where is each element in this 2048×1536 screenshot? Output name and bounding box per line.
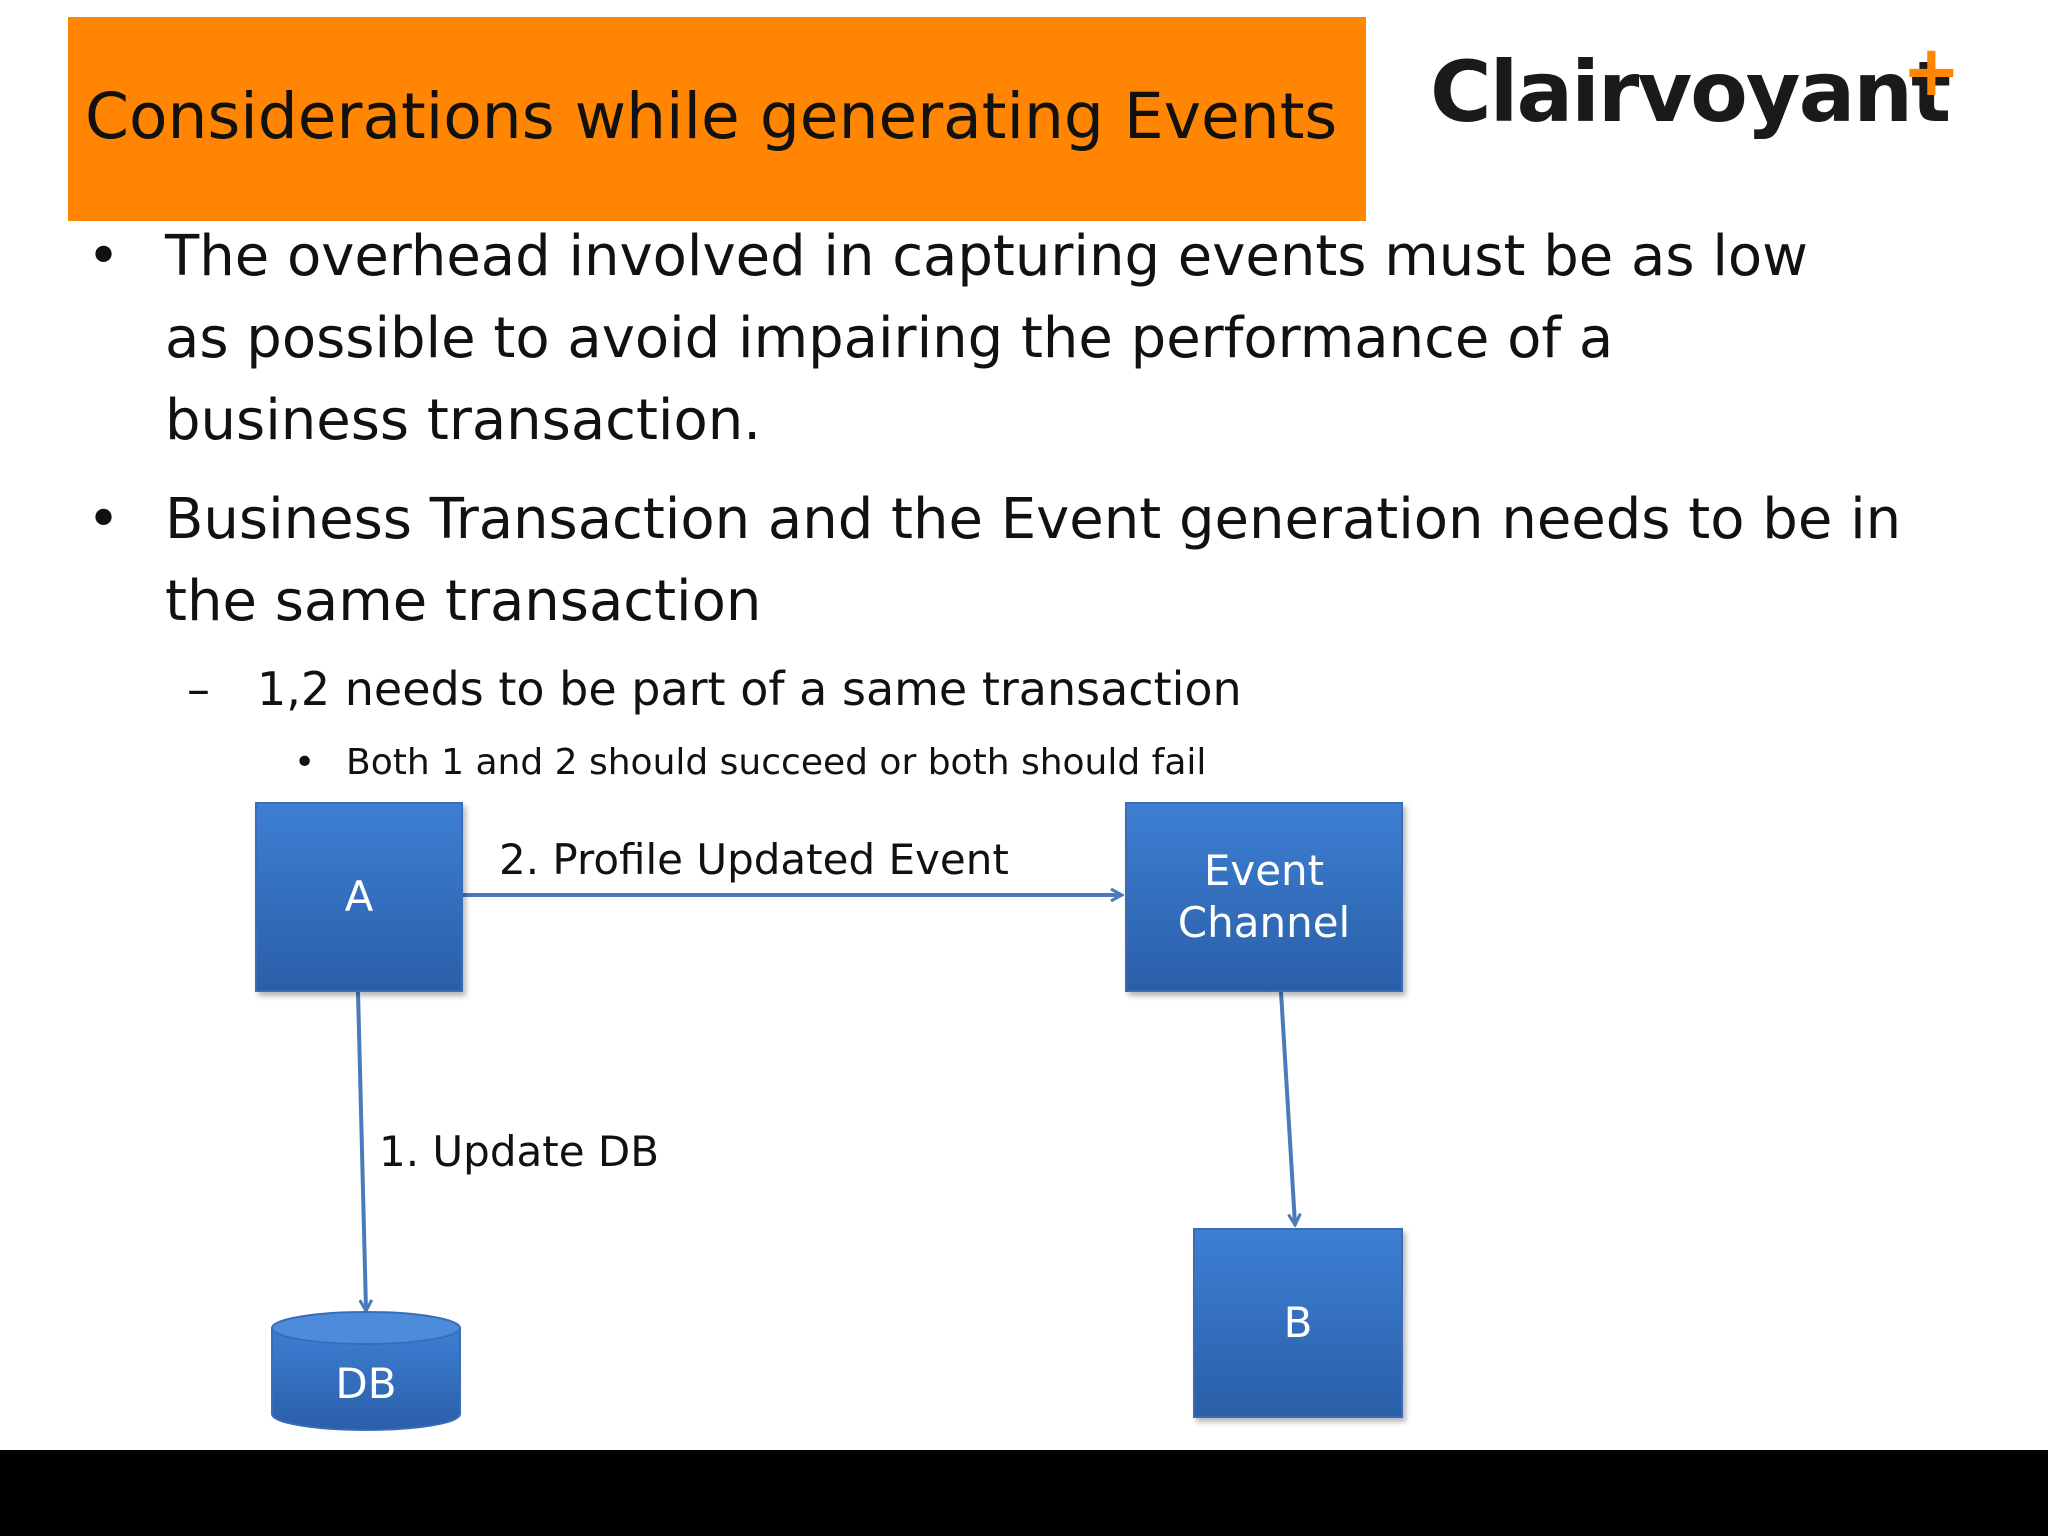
- clairvoyant-logo: Clairvoyant +: [1430, 36, 1961, 160]
- logo-wordmark: Clairvoyant: [1430, 43, 1951, 141]
- node-db: DB: [270, 1310, 462, 1432]
- sub-bullet-part-of-transaction: – 1,2 needs to be part of a same transac…: [187, 656, 1242, 722]
- slide-title: Considerations while generating Events: [85, 80, 1338, 153]
- edge-label-update-db: 1. Update DB: [379, 1127, 660, 1176]
- node-a: A: [255, 802, 463, 992]
- sub-bullet-text: 1,2 needs to be part of a same transacti…: [257, 662, 1242, 716]
- sub-sub-bullet-text: Both 1 and 2 should succeed or both shou…: [346, 742, 1207, 783]
- node-a-label: A: [344, 872, 374, 921]
- node-b-label: B: [1283, 1298, 1313, 1347]
- bullet-text: The overhead involved in capturing event…: [165, 224, 1808, 453]
- bullet-text: Business Transaction and the Event gener…: [165, 487, 1902, 634]
- bullet-same-transaction: • Business Transaction and the Event gen…: [87, 479, 1915, 643]
- title-bar: Considerations while generating Events: [68, 17, 1366, 221]
- edge-label-profile-updated: 2. Profile Updated Event: [499, 835, 1009, 884]
- sub-sub-bullet-succeed-or-fail: • Both 1 and 2 should succeed or both sh…: [294, 738, 1207, 788]
- arrow-a-to-db: [356, 991, 366, 1310]
- node-event-channel: Event Channel: [1125, 802, 1403, 992]
- node-event-channel-label: Event Channel: [1177, 846, 1351, 947]
- slide: Considerations while generating Events C…: [68, 0, 2048, 1450]
- arrow-event-channel-to-b: [1279, 991, 1295, 1224]
- sub-bullet-marker: –: [187, 662, 210, 716]
- bullet-marker: •: [87, 224, 121, 289]
- sub-sub-bullet-marker: •: [294, 742, 316, 783]
- node-b: B: [1193, 1228, 1403, 1418]
- bottom-black-bar: [0, 1450, 2048, 1536]
- database-cylinder-icon: [271, 1311, 461, 1431]
- node-db-label: DB: [335, 1359, 397, 1408]
- diagram-arrows: [356, 0, 2048, 1450]
- bullet-marker: •: [87, 487, 121, 552]
- logo-plus-mark: +: [1902, 30, 1961, 112]
- bullet-overhead: • The overhead involved in capturing eve…: [87, 216, 1865, 462]
